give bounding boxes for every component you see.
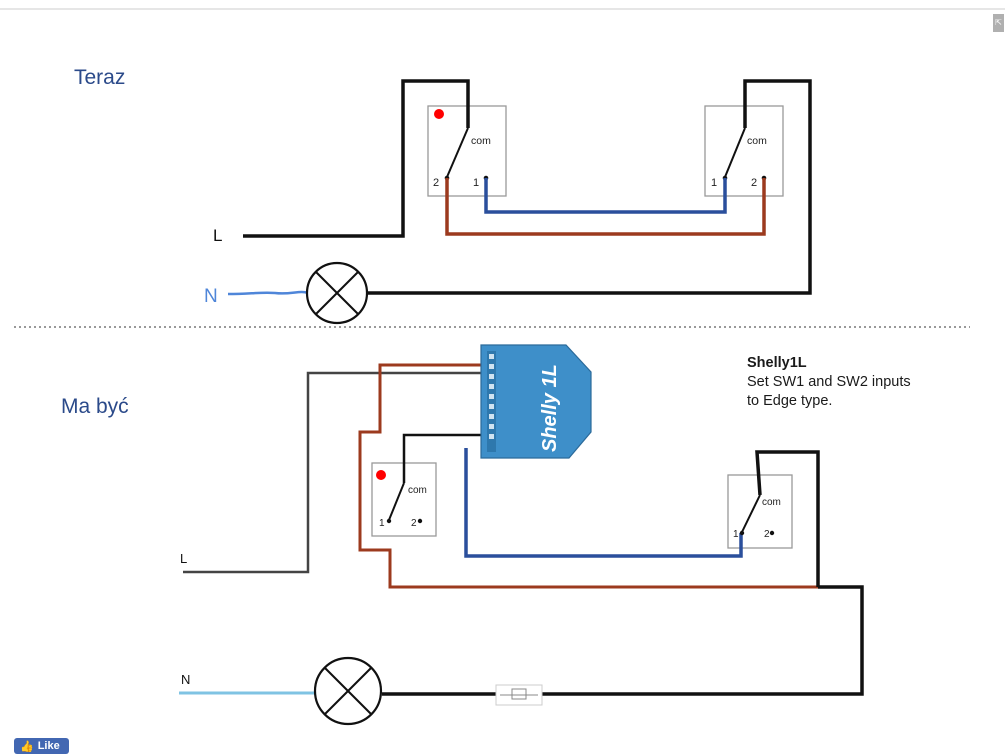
top-diagram: L N com 2 1 com 1 2 bbox=[204, 79, 812, 325]
wire-label-L: L bbox=[180, 551, 187, 566]
top-divider bbox=[0, 8, 1005, 10]
wire-label-N: N bbox=[204, 286, 218, 307]
switch-label-com: com bbox=[762, 497, 781, 508]
switch-lever bbox=[388, 482, 405, 521]
facebook-like-button[interactable]: 👍 Like bbox=[14, 738, 69, 754]
indicator-dot bbox=[434, 109, 444, 119]
lamp-cross-icon bbox=[305, 261, 369, 325]
switch-lever bbox=[724, 127, 746, 178]
wire-traveler-red bbox=[445, 178, 766, 236]
switch-label-com: com bbox=[471, 135, 491, 147]
expand-icon[interactable]: ⇱ bbox=[993, 14, 1004, 32]
switch-lever bbox=[741, 494, 761, 533]
wire-L-bottom bbox=[183, 371, 486, 574]
wire-lamp-top bbox=[367, 79, 812, 295]
bottom-diagram: Shelly 1L L N com 1 2 com 1 2 bbox=[179, 344, 864, 726]
indicator-dot bbox=[376, 470, 386, 480]
switch-label-com: com bbox=[747, 135, 767, 147]
switch-label-1: 1 bbox=[733, 529, 739, 540]
note-line: to Edge type. bbox=[747, 393, 833, 409]
wire-label-L: L bbox=[213, 226, 222, 245]
wire-N-top bbox=[227, 290, 309, 296]
note-title: Shelly1L bbox=[747, 355, 807, 371]
wire-right-com bbox=[755, 450, 820, 587]
wire-shelly-red bbox=[358, 363, 820, 589]
switch-label-1: 1 bbox=[473, 177, 479, 189]
shelly-name: Shelly 1L bbox=[539, 364, 561, 452]
wire-shelly-black bbox=[402, 433, 486, 483]
switch-label-1: 1 bbox=[379, 518, 385, 529]
connector-icon bbox=[495, 684, 543, 706]
instruction-note: Shelly1L Set SW1 and SW2 inputs to Edge … bbox=[747, 354, 977, 411]
wire-traveler-blue bbox=[484, 178, 727, 214]
section-title-target: Ma być bbox=[61, 395, 129, 418]
switch-label-2: 2 bbox=[433, 177, 439, 189]
shelly-device: Shelly 1L bbox=[480, 344, 592, 459]
lamp-cross-icon bbox=[313, 656, 383, 726]
like-label: Like bbox=[37, 740, 60, 752]
switch-label-2: 2 bbox=[411, 518, 417, 529]
switch-label-1: 1 bbox=[711, 177, 717, 189]
switch-label-2: 2 bbox=[764, 529, 770, 540]
section-title-now: Teraz bbox=[74, 66, 126, 89]
wire-blue-bottom bbox=[464, 448, 743, 558]
thumbs-up-icon: 👍 bbox=[20, 740, 34, 753]
wire-L-top bbox=[243, 79, 470, 238]
switch-label-com: com bbox=[408, 485, 427, 496]
switch-lever bbox=[446, 127, 469, 178]
switch-label-2: 2 bbox=[751, 177, 757, 189]
wire-label-N: N bbox=[181, 672, 190, 687]
wire-lamp-bottom bbox=[382, 585, 864, 696]
note-line: Set SW1 and SW2 inputs bbox=[747, 374, 911, 390]
